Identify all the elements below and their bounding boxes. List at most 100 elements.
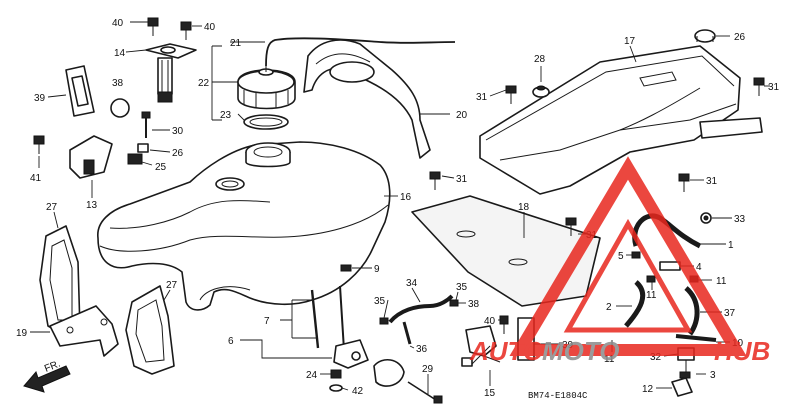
label-24: 24 bbox=[306, 370, 318, 381]
packing-24 bbox=[330, 369, 342, 379]
hose-2 bbox=[624, 280, 646, 328]
label-32: 32 bbox=[650, 352, 662, 363]
fuel-tank bbox=[97, 141, 391, 311]
label-15: 15 bbox=[484, 388, 496, 399]
label-7: 7 bbox=[264, 316, 270, 327]
label-31-d: 31 bbox=[706, 176, 718, 187]
joint-4 bbox=[659, 261, 681, 271]
bolt-31-c bbox=[429, 171, 441, 190]
label-21: 21 bbox=[230, 38, 242, 49]
side-cover-27-right bbox=[125, 285, 175, 375]
label-13: 13 bbox=[86, 200, 98, 211]
label-5: 5 bbox=[618, 251, 624, 262]
bolt-31-e bbox=[565, 217, 577, 236]
label-16: 16 bbox=[400, 192, 412, 203]
bolt-31-d bbox=[678, 173, 690, 192]
label-17: 17 bbox=[624, 36, 636, 47]
fuel-tube-34 bbox=[388, 294, 454, 324]
label-11-c: 11 bbox=[604, 354, 615, 365]
washer-42 bbox=[329, 384, 343, 392]
label-40-a: 40 bbox=[112, 18, 124, 29]
label-39-a: 39 bbox=[34, 93, 46, 104]
joint-12 bbox=[671, 377, 693, 397]
label-33: 33 bbox=[734, 214, 746, 225]
bracket-19 bbox=[49, 305, 119, 357]
label-3: 3 bbox=[710, 370, 716, 381]
cap-gasket bbox=[243, 114, 289, 130]
hose-37 bbox=[684, 286, 700, 336]
tank-bracket bbox=[303, 39, 431, 159]
label-42: 42 bbox=[352, 386, 364, 397]
diagram-code: BM74-E1804C bbox=[528, 391, 588, 401]
label-31-c: 31 bbox=[456, 174, 468, 185]
screw-40-left bbox=[147, 17, 159, 36]
rubber-strap-39 bbox=[65, 65, 95, 117]
label-34: 34 bbox=[406, 278, 418, 289]
clip-5 bbox=[631, 251, 641, 259]
grommet-28 bbox=[532, 85, 550, 98]
valve-lever-29 bbox=[373, 359, 405, 387]
watermark-text-moto: MOTO bbox=[542, 336, 620, 366]
label-37: 37 bbox=[724, 308, 736, 319]
bolt-41 bbox=[33, 135, 45, 154]
label-1: 1 bbox=[728, 240, 734, 251]
clip-35 bbox=[379, 317, 389, 325]
label-38-b: 38 bbox=[468, 299, 480, 310]
clip-11-a bbox=[646, 275, 656, 283]
label-23: 23 bbox=[220, 110, 232, 121]
watermark-triangle bbox=[509, 156, 747, 356]
label-11-b: 11 bbox=[716, 276, 727, 287]
label-18: 18 bbox=[518, 202, 530, 213]
label-41: 41 bbox=[30, 173, 42, 184]
grommet-38 bbox=[110, 98, 130, 118]
label-38-a: 38 bbox=[112, 78, 124, 89]
rear-tray bbox=[479, 45, 763, 195]
label-35-a: 35 bbox=[374, 296, 386, 307]
bolt-40-bottom bbox=[499, 315, 509, 334]
collar-26 bbox=[137, 143, 149, 153]
clip-38 bbox=[449, 299, 459, 307]
screw-40-right bbox=[180, 21, 192, 40]
label-20: 20 bbox=[456, 110, 468, 121]
bolt-30 bbox=[141, 111, 151, 138]
label-28: 28 bbox=[534, 54, 546, 65]
label-31-a: 31 bbox=[476, 92, 488, 103]
label-22: 22 bbox=[198, 78, 210, 89]
clip-33 bbox=[700, 212, 712, 224]
label-35-b: 35 bbox=[456, 282, 468, 293]
label-30: 30 bbox=[172, 126, 184, 137]
watermark-text-auto: AUTO bbox=[469, 336, 543, 366]
label-25: 25 bbox=[155, 162, 167, 173]
fuel-joint-15 bbox=[461, 325, 501, 367]
label-40-c: 40 bbox=[484, 316, 496, 327]
watermark-logo: AUTO MOTO HUB bbox=[469, 156, 770, 366]
label-26-b: 26 bbox=[734, 32, 746, 43]
breather-tube bbox=[265, 37, 456, 67]
fuel-valve bbox=[310, 285, 369, 369]
label-27-a: 27 bbox=[46, 202, 58, 213]
label-29: 29 bbox=[422, 364, 434, 375]
label-40-b: 40 bbox=[204, 22, 216, 33]
label-9: 9 bbox=[374, 264, 380, 275]
hose-10 bbox=[675, 334, 717, 342]
label-19: 19 bbox=[16, 328, 28, 339]
clip-3 bbox=[679, 371, 691, 379]
bolt-29 bbox=[407, 381, 443, 404]
label-12: 12 bbox=[642, 384, 654, 395]
watermark-text-hub: HUB bbox=[714, 336, 770, 366]
clip-9 bbox=[340, 264, 352, 272]
fuel-gauge bbox=[145, 43, 197, 103]
fuel-cap bbox=[237, 66, 296, 110]
cap-26 bbox=[694, 29, 716, 43]
clip-13 bbox=[83, 159, 95, 175]
label-27-b: 27 bbox=[166, 280, 178, 291]
label-36: 36 bbox=[416, 344, 428, 355]
label-2: 2 bbox=[606, 302, 612, 313]
label-26-a: 26 bbox=[172, 148, 184, 159]
fuel-tube-36 bbox=[402, 321, 412, 345]
front-direction-arrow: FR. bbox=[23, 359, 71, 393]
label-4: 4 bbox=[696, 262, 702, 273]
label-11-a: 11 bbox=[646, 290, 657, 301]
